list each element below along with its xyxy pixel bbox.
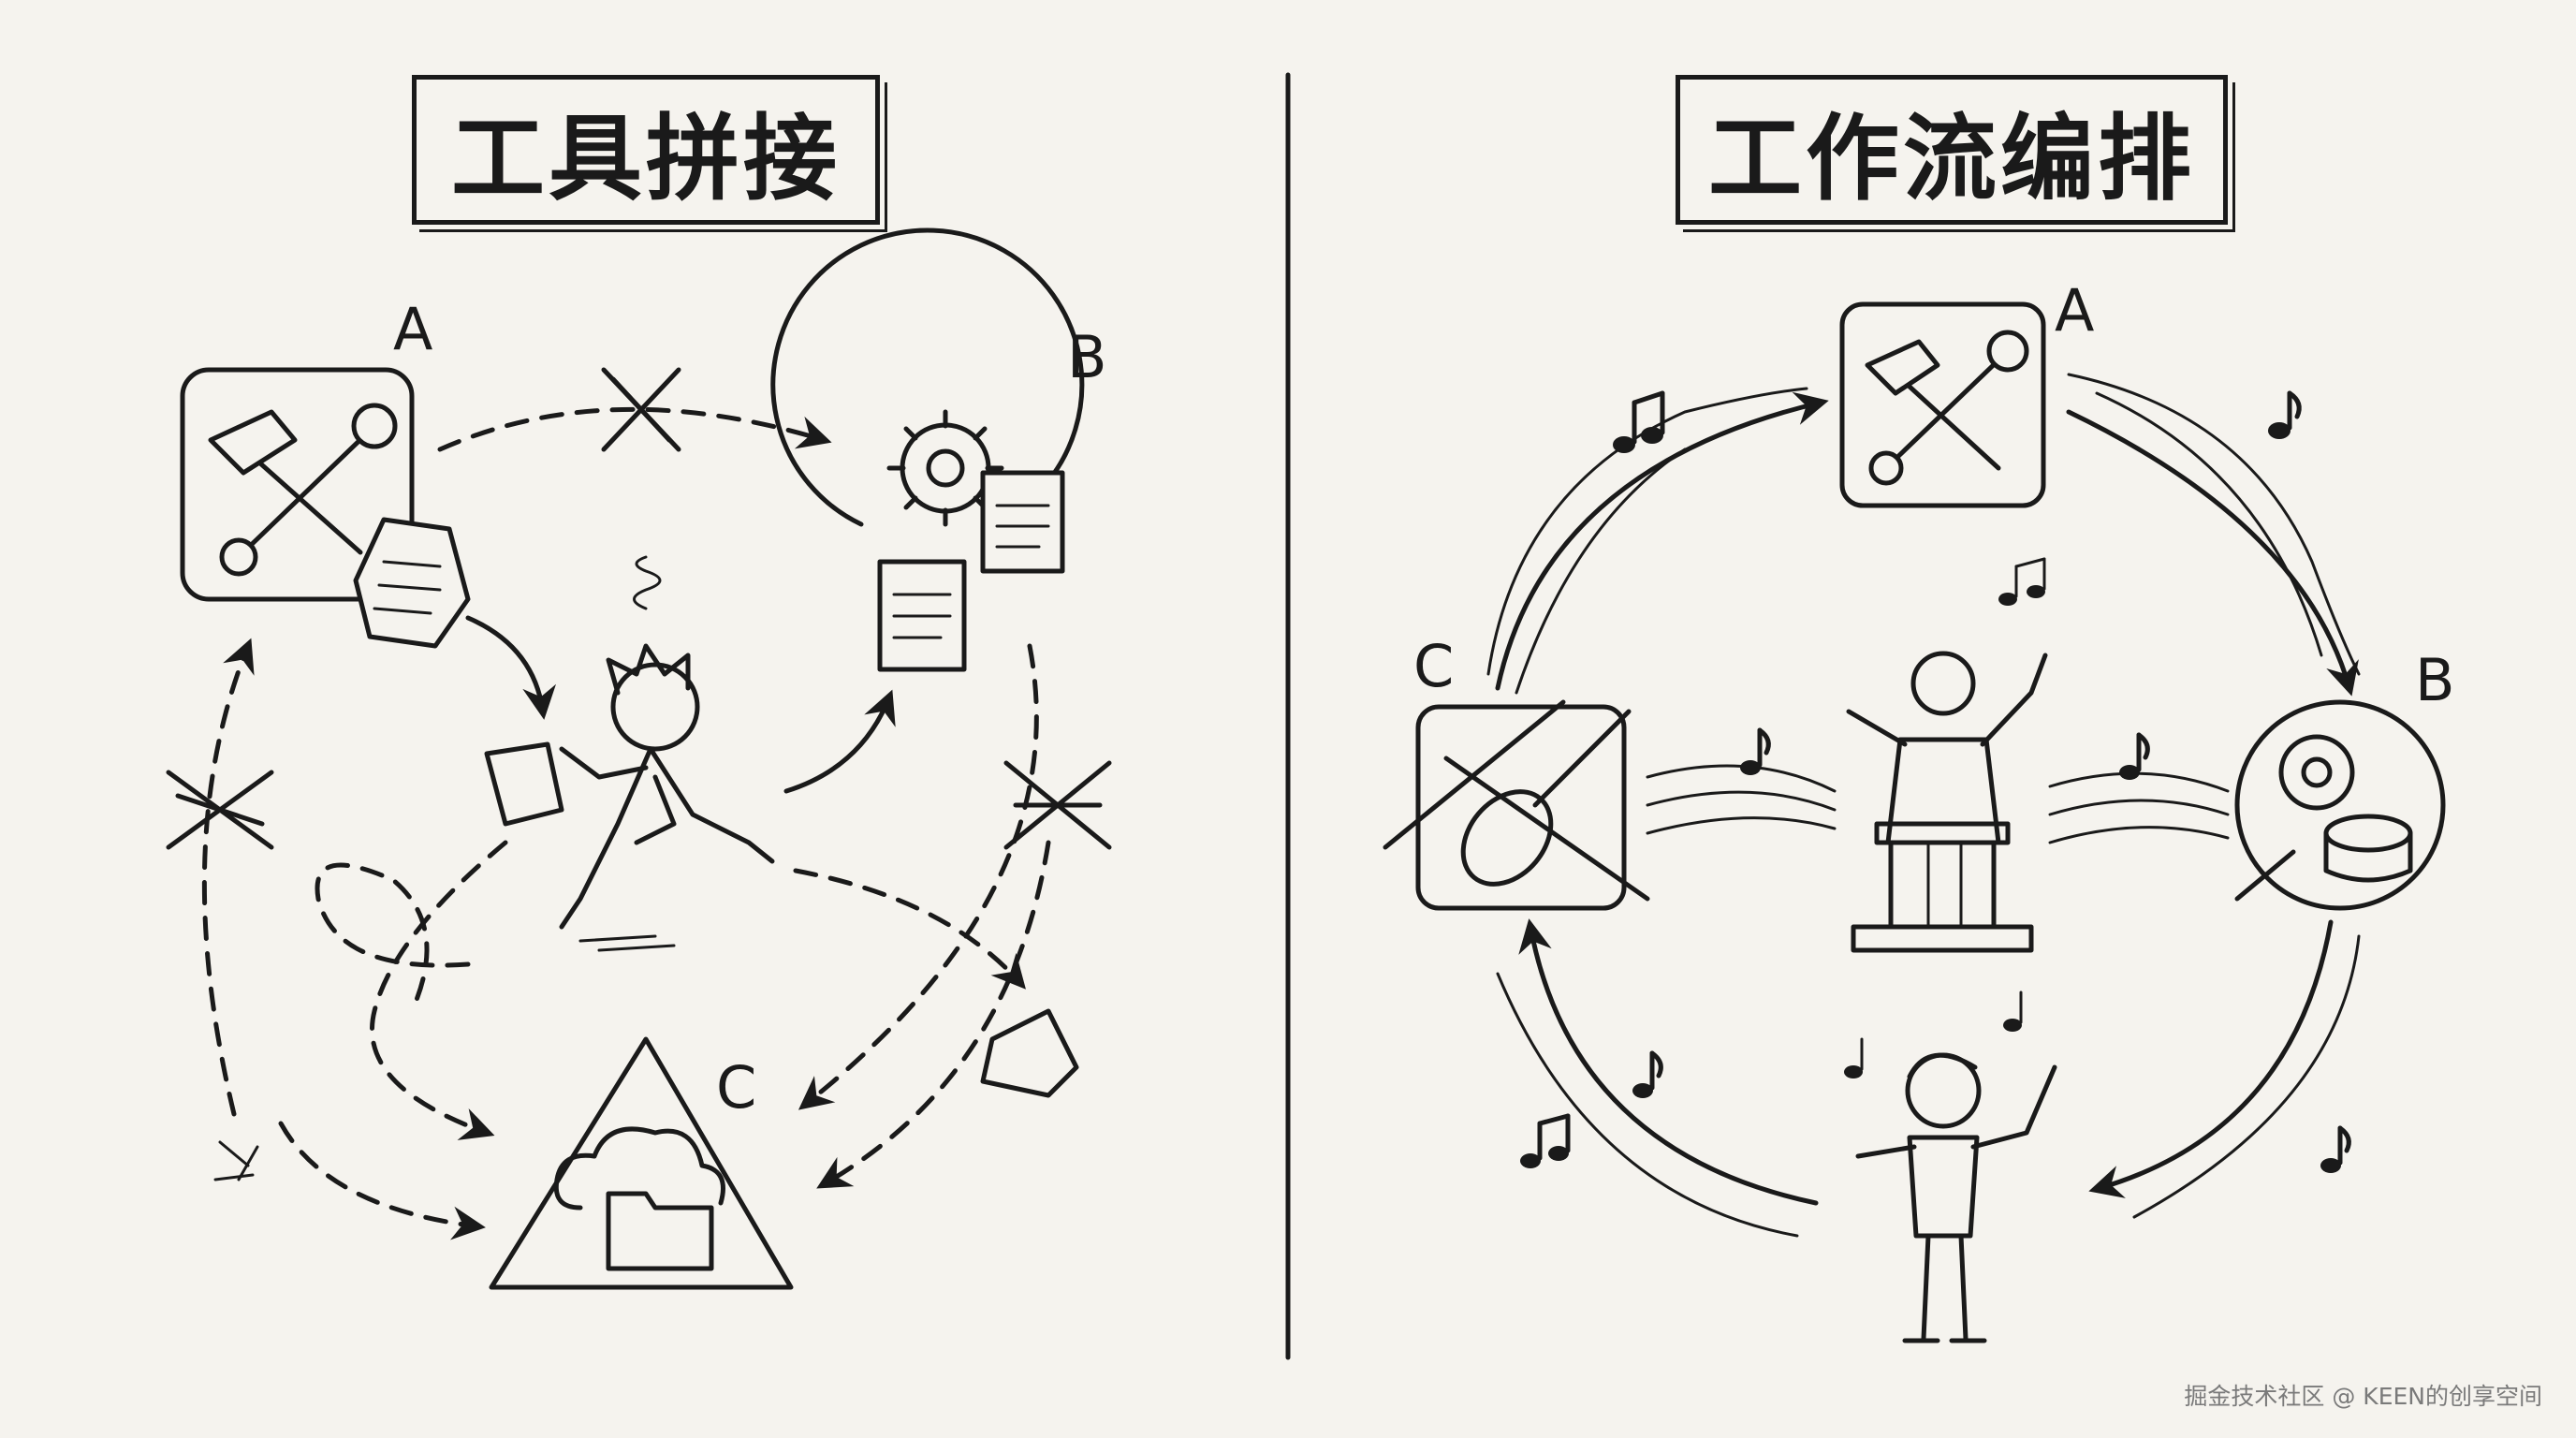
music-note-icon	[1632, 1050, 1663, 1098]
crumpled-paper-icon	[353, 517, 471, 649]
left-node-b-label: B	[1067, 323, 1107, 391]
music-note-icon	[2119, 732, 2150, 780]
left-arrow-a-person	[465, 615, 556, 720]
left-dashed-link-loop-c	[278, 1121, 486, 1240]
music-note-icon	[2268, 390, 2302, 439]
left-dashed-link-b-c	[798, 643, 1039, 1110]
conductor-icon	[1846, 651, 2048, 953]
cross-mark-icon	[166, 770, 274, 850]
left-dashed-link-c-a	[201, 638, 255, 1117]
left-dashed-loop-2	[315, 862, 471, 1014]
music-note-icon	[1998, 557, 2046, 606]
right-node-b-label: B	[2415, 646, 2455, 714]
right-node-a-label: A	[2055, 276, 2095, 345]
left-node-b-gear-document-icon	[770, 227, 1085, 672]
conductor-kid-icon	[1855, 1052, 2057, 1343]
left-dashed-link-b-c-2	[816, 840, 1051, 1189]
left-dashed-link-person-c	[793, 868, 1026, 990]
left-dashed-link-a-b	[437, 406, 832, 452]
torn-paper-icon	[980, 1008, 1079, 1098]
watermark: 掘金技术社区 @ KEEN的创享空间	[2184, 1383, 2542, 1410]
cross-mark-icon	[601, 367, 681, 452]
right-arrow-c-a	[1495, 391, 1829, 691]
right-flow-center-b	[2048, 771, 2230, 793]
music-note-icon	[1844, 990, 2023, 1078]
right-panel-title: 工作流编排	[1676, 75, 2228, 225]
music-note-icon	[1740, 727, 1771, 775]
left-node-c-label: C	[716, 1053, 757, 1122]
right-arrow-a-b	[2066, 409, 2359, 697]
music-note-icon	[1613, 390, 1665, 453]
right-arrow-b-kid	[2088, 919, 2334, 1198]
right-node-b-gear-drum-icon	[2234, 699, 2446, 911]
left-panel-title: 工具拼接	[412, 75, 880, 225]
burst-mark-icon	[213, 1140, 259, 1181]
left-node-a-hammer-wrench-icon	[180, 367, 415, 602]
cross-mark-icon	[1003, 760, 1112, 850]
music-note-icon	[1520, 1113, 1571, 1168]
stressed-person-icon	[484, 555, 775, 952]
left-arrow-person-b	[783, 689, 896, 794]
right-node-c-label: C	[1413, 632, 1455, 700]
right-node-a-hammer-wrench-icon	[1839, 301, 2046, 508]
left-node-a-label: A	[393, 295, 433, 363]
music-note-icon	[2320, 1125, 2351, 1173]
right-arrow-kid-c	[1518, 918, 1819, 1206]
left-dashed-loop	[370, 840, 508, 1140]
right-node-c-violin-flute-icon	[1383, 699, 1650, 911]
left-node-c-cloud-folder-icon	[489, 1036, 794, 1290]
